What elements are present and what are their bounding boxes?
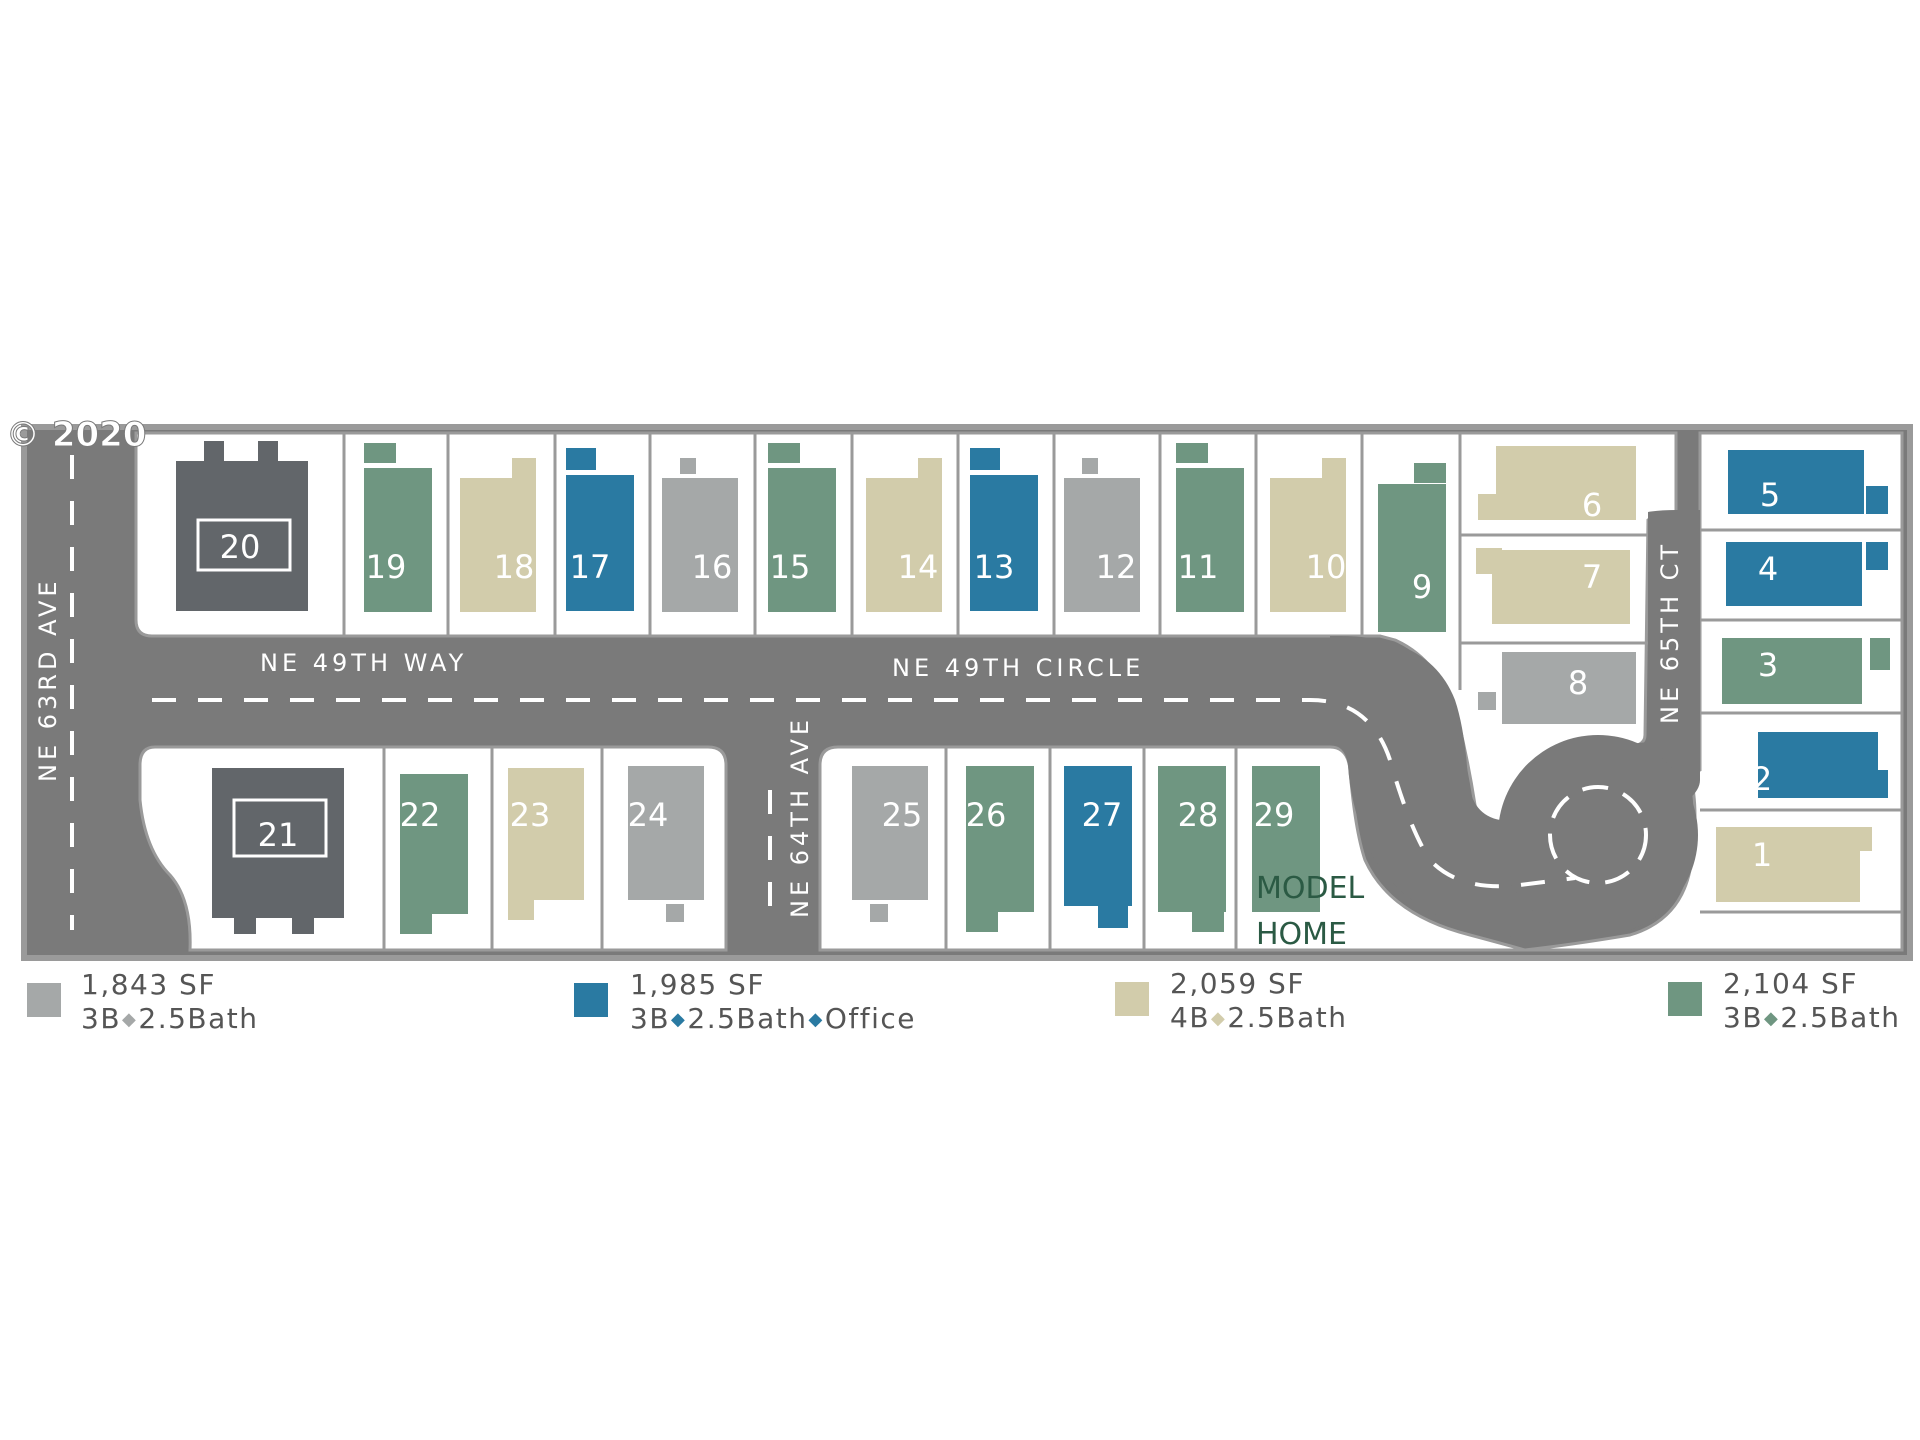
house-lot-1 — [1716, 827, 1860, 902]
legend-details: 4B◆2.5Bath — [1170, 1001, 1348, 1034]
lot-number: 11 — [1178, 548, 1219, 586]
model-home-line2: HOME — [1256, 917, 1347, 952]
lot-number: 13 — [974, 548, 1015, 586]
street-ne-49th-circle: NE 49TH CIRCLE — [892, 654, 1144, 682]
house-lot-6 — [1496, 446, 1636, 520]
house-lot-5 — [1728, 450, 1864, 514]
cul-de-sac — [1498, 735, 1698, 935]
legend-size: 2,104 SF — [1723, 967, 1858, 1000]
lot-dividers-north — [342, 433, 1902, 914]
lot-number: 21 — [258, 816, 299, 854]
house-lot-26 — [966, 766, 1034, 912]
house-lot-19 — [364, 468, 432, 612]
lot-number: 1 — [1752, 836, 1772, 874]
lot-number: 22 — [400, 796, 441, 834]
street-labels: NE 63RD AVE NE 49TH WAY NE 49TH CIRCLE N… — [34, 541, 1684, 918]
legend-size: 1,843 SF — [81, 968, 216, 1001]
lot-number: 28 — [1178, 796, 1219, 834]
road-centerline — [152, 698, 1576, 889]
lot-numbers: 20 19 18 17 16 15 14 13 12 11 10 9 6 7 8… — [220, 476, 1781, 874]
legend-swatch — [574, 983, 608, 1017]
house-lot-29 — [1252, 766, 1320, 912]
legend-swatch — [1668, 982, 1702, 1016]
street-ne-64th-ave: NE 64TH AVE — [786, 716, 814, 918]
house-lot-23 — [508, 768, 584, 900]
lot-number: 4 — [1758, 550, 1778, 588]
lot-number: 18 — [494, 548, 535, 586]
house-lot-28 — [1158, 766, 1226, 912]
lot-number: 26 — [966, 796, 1007, 834]
legend-size: 2,059 SF — [1170, 967, 1305, 1000]
legend-swatch — [27, 983, 61, 1017]
house-lot-27 — [1064, 766, 1132, 906]
model-home-label: MODEL HOME — [1256, 871, 1365, 952]
house-lot-8 — [1502, 652, 1636, 724]
house-lot-16 — [662, 478, 738, 612]
copyright-watermark: © 2020 — [6, 415, 146, 455]
lot-number: 23 — [510, 796, 551, 834]
lot-number: 20 — [220, 528, 261, 566]
legend-details: 3B◆2.5Bath◆Office — [630, 1002, 916, 1035]
cul-de-sac-island — [1548, 785, 1648, 885]
legend-details: 3B◆2.5Bath — [81, 1002, 259, 1035]
lot-number: 17 — [570, 548, 611, 586]
lot-number: 10 — [1306, 548, 1347, 586]
house-lot-4 — [1726, 542, 1862, 606]
model-home-line1: MODEL — [1256, 871, 1365, 906]
legend-details: 3B◆2.5Bath — [1723, 1001, 1901, 1034]
legend-size: 1,985 SF — [630, 968, 765, 1001]
lot-number: 24 — [628, 796, 669, 834]
house-lot-9 — [1378, 484, 1446, 632]
lot-number: 7 — [1582, 558, 1602, 596]
houses — [176, 441, 1890, 934]
legend-swatch — [1115, 982, 1149, 1016]
house-lot-17 — [566, 475, 634, 611]
street-ne-65th-ct: NE 65TH CT — [1656, 541, 1684, 724]
house-lot-24 — [628, 766, 704, 900]
house-lot-11 — [1176, 468, 1244, 612]
house-lot-2 — [1758, 732, 1878, 798]
house-lot-18 — [460, 478, 536, 612]
house-lot-7 — [1492, 550, 1630, 624]
street-ne-49th-way: NE 49TH WAY — [260, 649, 467, 677]
house-lot-10 — [1270, 478, 1346, 612]
lot-number: 12 — [1096, 548, 1137, 586]
street-ne-63rd-ave: NE 63RD AVE — [34, 577, 62, 782]
house-lot-15 — [768, 468, 836, 612]
lot-dividers-south — [382, 747, 1238, 950]
lot-number: 19 — [366, 548, 407, 586]
house-lot-12 — [1064, 478, 1140, 612]
lot-number: 8 — [1568, 664, 1588, 702]
house-lot-13 — [970, 475, 1038, 611]
lot-number: 14 — [898, 548, 939, 586]
house-lot-3 — [1722, 638, 1862, 704]
lot-number: 2 — [1752, 760, 1772, 798]
lot-number: 15 — [770, 548, 811, 586]
lot-number: 6 — [1582, 486, 1602, 524]
lot-number: 27 — [1082, 796, 1123, 834]
lot-number: 3 — [1758, 646, 1778, 684]
lot-number: 16 — [692, 548, 733, 586]
lot-number: 29 — [1254, 796, 1295, 834]
house-lot-22 — [400, 774, 468, 914]
lot-number: 25 — [882, 796, 923, 834]
house-lot-25 — [852, 766, 928, 900]
lot-number: 5 — [1760, 476, 1780, 514]
house-lot-14 — [866, 478, 942, 612]
lot-number: 9 — [1412, 568, 1432, 606]
